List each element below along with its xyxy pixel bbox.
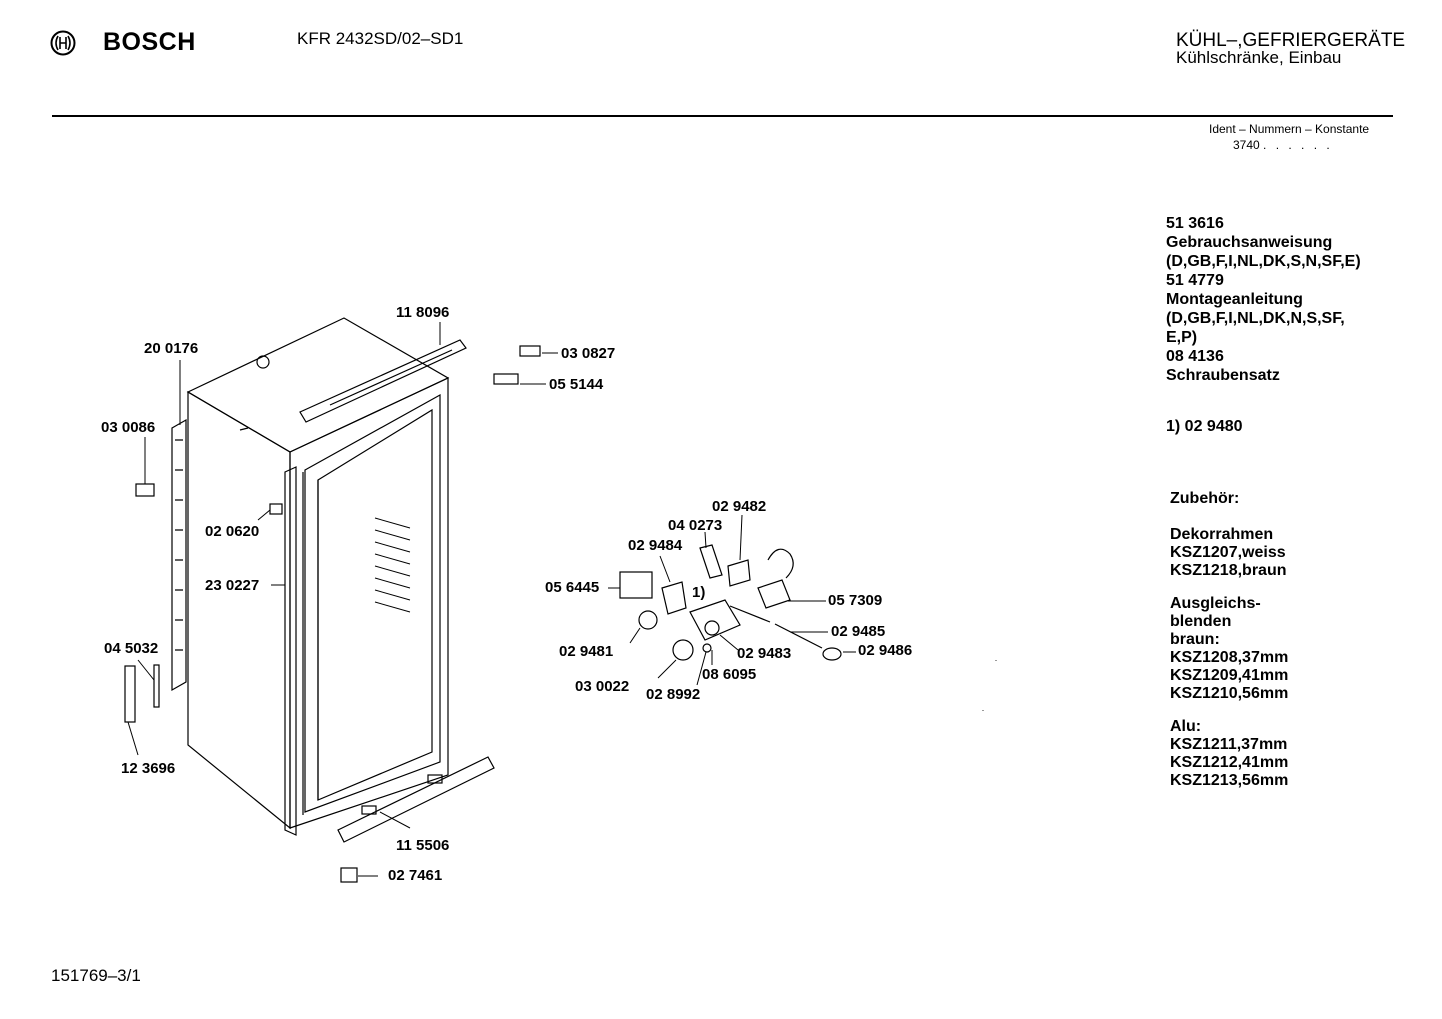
part-020620-shape [269, 503, 283, 515]
part-label-086095: 08 6095 [702, 666, 757, 683]
install-languages-2: E,P) [1166, 329, 1198, 346]
ident-dots: . . . . . . [1263, 138, 1333, 152]
ausgleich-title-2: blenden [1170, 613, 1232, 630]
cabinet-body [186, 317, 450, 830]
braun-item-3: KSZ1210,56mm [1170, 685, 1289, 702]
part-label-020620: 02 0620 [205, 523, 260, 540]
screws-number: 08 4136 [1166, 348, 1224, 365]
manual-number: 51 3616 [1166, 215, 1224, 232]
scan-speck [995, 660, 997, 661]
documentation-list: 51 3616 Gebrauchsanweisung (D,GB,F,I,NL,… [1166, 214, 1361, 436]
ausgleich-title-3: braun: [1170, 631, 1220, 648]
part-label-200176: 20 0176 [144, 340, 199, 357]
part-label-230227: 23 0227 [205, 577, 260, 594]
footnote-part: 1) 02 9480 [1166, 418, 1243, 435]
bottom-hinge-rail [337, 756, 495, 843]
deko-item-2: KSZ1218,braun [1170, 562, 1287, 579]
part-055144-shape [493, 373, 519, 385]
bosch-logo-icon [50, 30, 76, 56]
part-029481-shape [638, 610, 658, 630]
part-028992-shape [702, 643, 712, 653]
part-030827-shape [519, 345, 541, 357]
install-title: Montageanleitung [1166, 291, 1303, 308]
part-030086-shape [135, 483, 155, 497]
part-label-045032: 04 5032 [104, 640, 159, 657]
scan-speck [982, 710, 984, 711]
accessories-heading: Zubehör: [1170, 490, 1240, 507]
part-label-030827: 03 0827 [561, 345, 616, 362]
part-029484-shape [661, 581, 687, 615]
part-label-123696: 12 3696 [121, 760, 176, 777]
footnote-marker: 1) [692, 584, 706, 601]
braun-item-1: KSZ1208,37mm [1170, 649, 1289, 666]
part-label-030022: 03 0022 [575, 678, 630, 695]
part-label-029483: 02 9483 [737, 645, 792, 662]
alu-item-1: KSZ1211,37mm [1170, 736, 1288, 753]
part-label-030086: 03 0086 [101, 419, 156, 436]
part-label-040273: 04 0273 [668, 517, 723, 534]
side-rails [171, 418, 187, 692]
category-line-1: KÜHL–,GEFRIERGERÄTE [1176, 30, 1406, 51]
alu-item-2: KSZ1212,41mm [1170, 754, 1289, 771]
part-label-029486: 02 9486 [858, 642, 913, 659]
install-languages-1: (D,GB,F,I,NL,DK,N,S,SF, [1166, 310, 1345, 327]
deko-title: Dekorrahmen [1170, 526, 1274, 543]
part-030022-shape [672, 639, 694, 661]
part-027461-shape [340, 867, 358, 883]
deko-item-1: KSZ1207,weiss [1170, 544, 1286, 561]
screws-title: Schraubensatz [1166, 367, 1280, 384]
model-number: KFR 2432SD/02–SD1 [297, 29, 464, 48]
part-029480-shape [729, 605, 771, 623]
part-label-029482: 02 9482 [712, 498, 767, 515]
accessories-list: Zubehör: Dekorrahmen KSZ1207,weiss KSZ12… [1170, 490, 1288, 790]
part-057309-shape [757, 579, 791, 609]
manual-languages: (D,GB,F,I,NL,DK,S,N,SF,E) [1166, 253, 1361, 270]
alu-title: Alu: [1170, 718, 1202, 735]
part-040273-shape [699, 544, 723, 579]
ident-value: 3740 [1233, 138, 1260, 152]
ident-constant: 3740 . . . . . . [1233, 138, 1333, 152]
part-045032-shape [153, 664, 160, 708]
part-label-056445: 05 6445 [545, 579, 600, 596]
drawing-number: 151769–3/1 [51, 966, 141, 985]
alu-item-3: KSZ1213,56mm [1170, 772, 1289, 789]
part-label-028992: 02 8992 [646, 686, 701, 703]
part-label-029485: 02 9485 [831, 623, 886, 640]
part-029486-shape [822, 647, 842, 661]
brand-name: BOSCH [103, 28, 196, 56]
top-hinge-rail [299, 339, 467, 423]
part-029485-shape [774, 623, 823, 649]
part-label-055144: 05 5144 [549, 376, 604, 393]
part-label-115506: 11 5506 [396, 837, 450, 854]
part-label-057309: 05 7309 [828, 592, 883, 609]
shelf-ribs [374, 517, 411, 613]
ausgleich-title-1: Ausgleichs- [1170, 595, 1261, 612]
manual-title: Gebrauchsanweisung [1166, 234, 1333, 251]
part-056445-shape [619, 571, 653, 599]
part-label-027461: 02 7461 [388, 867, 443, 884]
ident-label: Ident – Nummern – Konstante [1209, 122, 1370, 136]
braun-item-2: KSZ1209,41mm [1170, 667, 1289, 684]
category-line-2: Kühlschränke, Einbau [1176, 48, 1342, 67]
part-123696-shape [124, 665, 136, 723]
part-029482-shape [727, 559, 751, 587]
header-rule [52, 115, 1393, 117]
part-029483-shape [689, 599, 741, 641]
install-number: 51 4779 [1166, 272, 1224, 289]
part-label-029481: 02 9481 [559, 643, 614, 660]
door-seal-strip [284, 466, 297, 836]
part-label-029484: 02 9484 [628, 537, 683, 554]
part-label-118096: 11 8096 [396, 304, 450, 321]
